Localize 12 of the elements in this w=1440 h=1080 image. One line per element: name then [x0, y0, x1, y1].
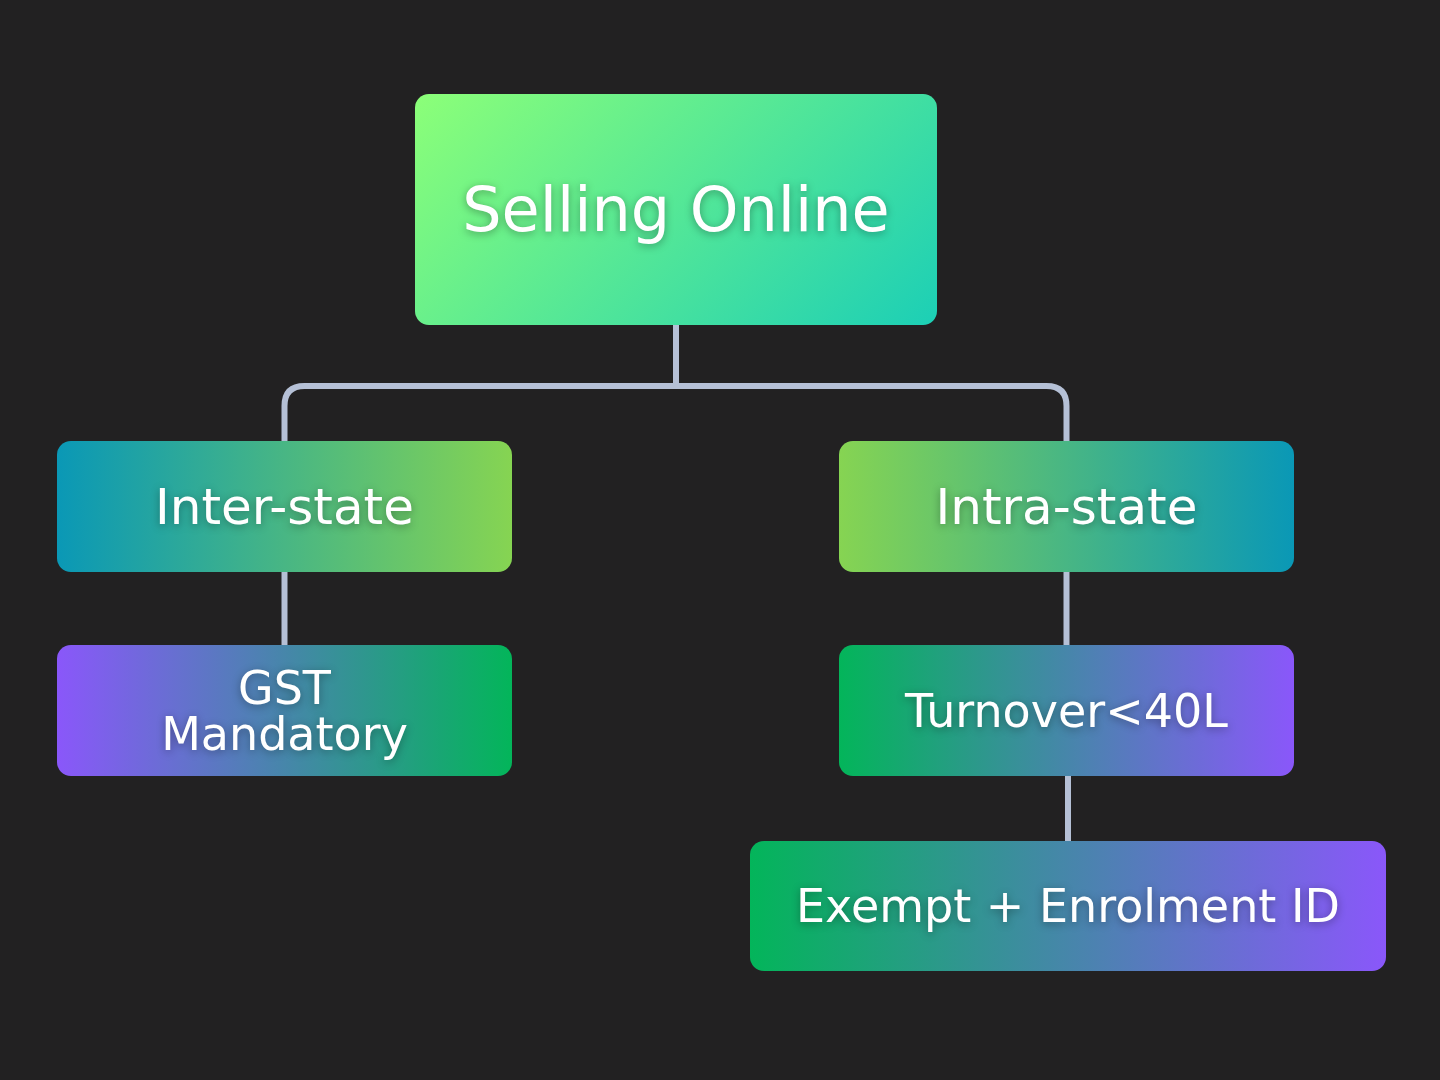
topic-box	[57, 441, 512, 572]
topic-box	[750, 841, 1386, 971]
topic-label: Turnover<40L	[905, 687, 1228, 734]
topic-box	[839, 441, 1294, 572]
connector-line	[1065, 776, 1071, 841]
topic-box	[57, 645, 512, 776]
topic-box	[839, 645, 1294, 776]
connector-line	[281, 572, 288, 645]
topic-box	[415, 94, 937, 325]
connector-line	[1063, 572, 1070, 645]
topic-label: Inter-state	[155, 481, 414, 532]
topic-label: Intra-state	[935, 481, 1198, 532]
